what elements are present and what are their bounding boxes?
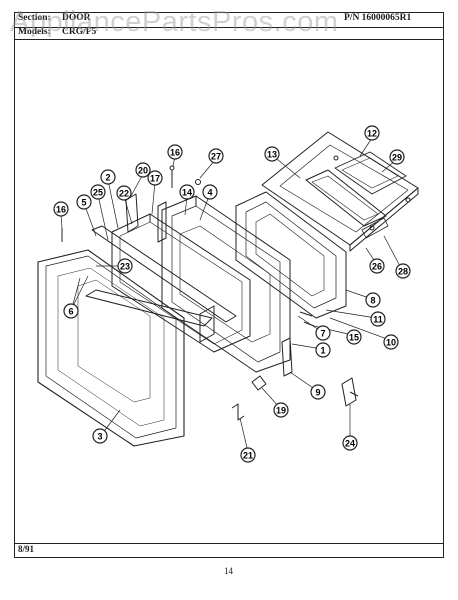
svg-text:29: 29 [392,153,402,163]
svg-text:4: 4 [207,188,212,198]
callout-28: 28 [395,263,411,279]
callout-2: 2 [100,169,116,185]
callout-4: 4 [202,184,218,200]
callout-16-top: 16 [167,144,183,160]
header-divider [15,27,443,28]
callout-25: 25 [90,184,106,200]
outer-door-part [37,249,185,447]
svg-text:16: 16 [56,205,66,215]
door-liner-part [111,213,251,353]
upper-glass-part [334,151,407,195]
inner-door-panel-part [161,195,291,373]
svg-text:27: 27 [211,152,221,162]
callout-15: 15 [346,329,362,345]
svg-text:22: 22 [119,189,129,199]
angle-bracket-part [231,403,245,421]
hinge-bracket-part [341,377,359,407]
callout-26: 26 [369,258,385,274]
hinge-part [281,337,293,377]
callout-10: 10 [383,334,399,350]
trim-strip-part [91,225,237,323]
svg-text:20: 20 [138,166,148,176]
svg-text:21: 21 [243,451,253,461]
callout-19: 19 [273,402,289,418]
callout-27: 27 [208,148,224,164]
section-label: Section: [18,13,51,23]
svg-text:8: 8 [370,296,375,306]
svg-text:28: 28 [398,267,408,277]
svg-text:17: 17 [150,174,160,184]
callouts: 12 13 29 16 27 20 14 4 2 22 25 5 17 23 6… [53,125,411,463]
svg-text:2: 2 [105,173,110,183]
callout-7: 7 [315,325,331,341]
svg-text:15: 15 [349,333,359,343]
callout-5: 5 [76,194,92,210]
callout-3: 3 [92,428,108,444]
watermark-text: AppliancePartsPros.com [10,6,339,38]
part-number: P/N 16000065R1 [344,13,412,23]
svg-text:1: 1 [320,346,325,356]
callout-6: 6 [63,303,79,319]
svg-text:11: 11 [373,315,383,325]
leader-lines [60,137,402,453]
handle-strip-part [85,289,215,343]
page-number: 14 [224,566,233,576]
page-frame [14,12,444,558]
callout-9: 9 [310,384,326,400]
svg-text:25: 25 [93,188,103,198]
callout-13: 13 [264,146,280,162]
back-panel-part [261,131,419,252]
callout-11: 11 [370,311,386,327]
models-divider [15,39,443,40]
callout-1: 1 [315,342,331,358]
callout-22: 22 [116,185,132,201]
svg-text:9: 9 [315,388,320,398]
svg-text:12: 12 [367,129,377,139]
svg-text:7: 7 [320,329,325,339]
callout-29: 29 [389,149,405,165]
glass-pane-part [305,169,389,239]
footer-date: 8/91 [18,544,35,554]
callout-20: 20 [135,162,151,178]
models-label: Models: [18,27,51,37]
vertical-strip-part [125,193,139,233]
svg-text:16: 16 [170,148,180,158]
svg-text:24: 24 [345,439,355,449]
inner-frame-part [235,191,347,319]
bumper-block-part [251,375,267,391]
models-value: CRG/F5 [62,27,97,37]
svg-text:23: 23 [120,262,130,272]
svg-text:5: 5 [81,198,86,208]
svg-text:6: 6 [68,307,73,317]
hinge-channel-part [157,201,167,243]
svg-text:26: 26 [372,262,382,272]
callout-23: 23 [117,258,133,274]
footer-divider [15,543,443,544]
callout-17: 17 [147,170,163,186]
callout-12: 12 [364,125,380,141]
callout-16-left: 16 [53,201,69,217]
callout-8: 8 [365,292,381,308]
callout-14: 14 [179,184,195,200]
svg-text:19: 19 [276,406,286,416]
callout-24: 24 [342,435,358,451]
svg-text:3: 3 [97,432,102,442]
svg-text:13: 13 [267,150,277,160]
svg-text:14: 14 [182,188,192,198]
svg-text:10: 10 [386,338,396,348]
section-value: DOOR [62,13,91,23]
callout-21: 21 [240,447,256,463]
